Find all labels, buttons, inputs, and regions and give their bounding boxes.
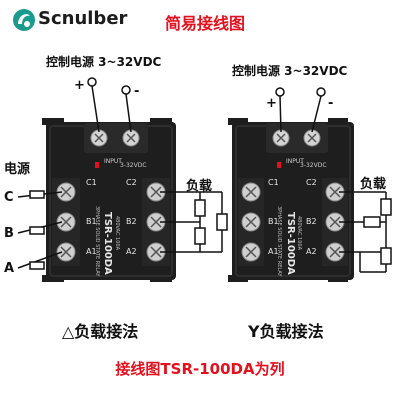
right-minus-sign: - <box>328 96 334 111</box>
power-label: 电源 <box>4 162 31 177</box>
right-plus-sign: + <box>266 96 277 111</box>
left-relay-rating: 480VAC 100A <box>114 216 120 251</box>
right-control-label: 控制电源 3~32VDC <box>232 64 348 78</box>
footer-note: 接线图TSR-100DA为列 <box>115 360 285 378</box>
right-relay-subtitle: 3PHASE SOLID STATE RELAY <box>276 206 282 277</box>
left-terminal-a1: A1 <box>86 247 97 256</box>
left-terminal-b2: B2 <box>126 217 137 226</box>
right-input-label: 3-32VDC <box>300 162 327 169</box>
left-power-wires <box>17 190 63 270</box>
right-terminal-b1: B1 <box>268 217 279 226</box>
left-terminal-a2: A2 <box>126 247 137 256</box>
right-terminal-c2: C2 <box>306 178 317 187</box>
right-control-wires <box>275 87 326 133</box>
phase-b-label: B <box>4 226 14 241</box>
right-terminal-a2: A2 <box>306 247 317 256</box>
left-relay-subtitle: 3PHASE SOLID STATE RELAY <box>94 206 100 277</box>
brand-logo-icon <box>13 9 35 31</box>
diagram-title: 简易接线图 <box>165 14 246 33</box>
left-control-wires <box>87 77 132 133</box>
right-led-label: INPUT <box>286 158 304 165</box>
right-relay-model: TSR-100DA <box>285 212 296 275</box>
left-terminal-c1: C1 <box>86 178 97 187</box>
left-plus-sign: + <box>74 78 85 93</box>
left-load-label: 负载 <box>186 179 213 194</box>
left-relay <box>42 118 176 282</box>
y-connection-caption: Y负载接法 <box>248 322 324 341</box>
left-led-label: INPUT <box>104 158 122 165</box>
left-minus-sign: - <box>134 84 140 99</box>
right-y-load <box>339 191 392 273</box>
phase-a-label: A <box>4 261 15 276</box>
delta-connection-caption: △负载接法 <box>62 322 139 341</box>
left-relay-model: TSR-100DA <box>102 212 113 275</box>
left-input-label: 3-32VDC <box>120 162 147 169</box>
right-terminal-b2: B2 <box>306 217 317 226</box>
brand-name: Scnulber <box>38 8 128 29</box>
left-terminal-c2: C2 <box>126 178 137 187</box>
left-delta-load <box>160 191 228 253</box>
right-terminal-c1: C1 <box>268 178 279 187</box>
right-relay-rating: 480VAC 100A <box>296 216 302 251</box>
left-control-label: 控制电源 3~32VDC <box>46 55 162 69</box>
left-terminal-b1: B1 <box>86 217 97 226</box>
right-terminal-a1: A1 <box>268 247 279 256</box>
phase-c-label: C <box>4 190 14 205</box>
right-load-label: 负载 <box>360 177 387 192</box>
